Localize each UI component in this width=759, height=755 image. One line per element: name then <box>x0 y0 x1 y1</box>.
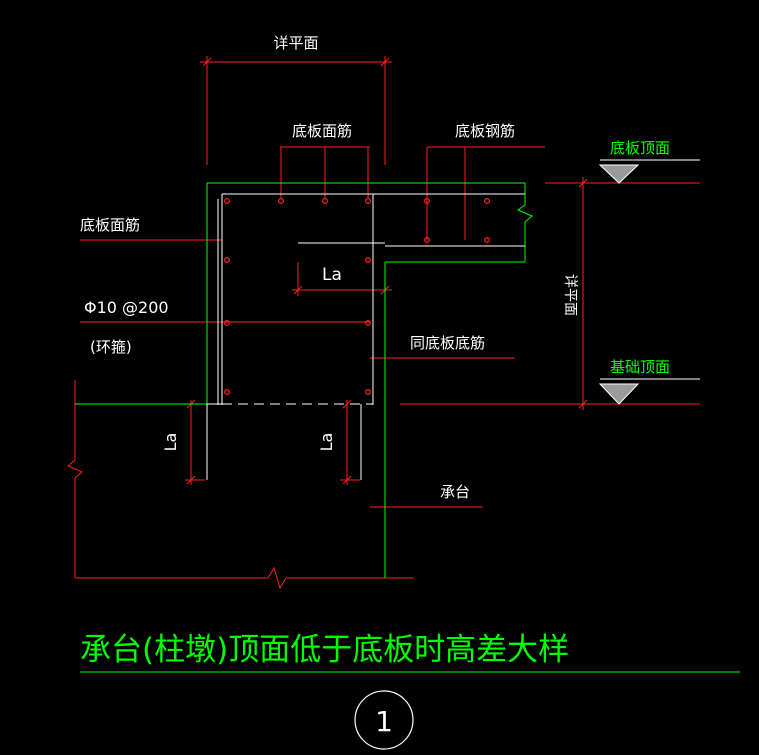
stirrup-spec-label: Φ10 @200 <box>84 298 169 317</box>
slab-top-rebar-left-label: 底板面筋 <box>80 216 140 234</box>
same-as-slab-bottom-label: 同底板底筋 <box>410 334 485 352</box>
stirrup-note-label: (环箍) <box>90 338 132 356</box>
title-block: 承台(柱墩)顶面低于底板时高差大样 1 <box>80 632 740 750</box>
la-left-label: La <box>161 433 180 452</box>
foundation-top-elevation-label: 基础顶面 <box>610 358 670 376</box>
pile-cap-label: 承台 <box>440 483 470 501</box>
drawing-title: 承台(柱墩)顶面低于底板时高差大样 <box>80 632 569 668</box>
slab-rebar-label: 底板钢筋 <box>455 122 515 140</box>
dimension-lines <box>67 56 700 590</box>
detail-plan-top-label: 详平面 <box>273 34 318 52</box>
slab-top-rebar-label: 底板面筋 <box>292 122 352 140</box>
rebar <box>206 193 525 480</box>
rebar-dots <box>224 198 491 396</box>
concrete-outline <box>75 182 533 578</box>
la-right-label: La <box>317 433 336 452</box>
slab-top-elevation-marker <box>598 164 640 184</box>
detail-plan-vertical-label: 详平面 <box>562 274 578 316</box>
detail-number: 1 <box>375 705 393 738</box>
detail-number-circle <box>354 690 414 750</box>
labels: 详平面 底板面筋 底板钢筋 底板顶面 底板面筋 La Φ10 @200 (环箍)… <box>80 34 670 501</box>
slab-top-elevation-label: 底板顶面 <box>610 139 670 157</box>
la-horizontal-label: La <box>322 265 342 285</box>
elevation-markers <box>598 159 700 405</box>
foundation-top-elevation-marker <box>598 383 640 405</box>
